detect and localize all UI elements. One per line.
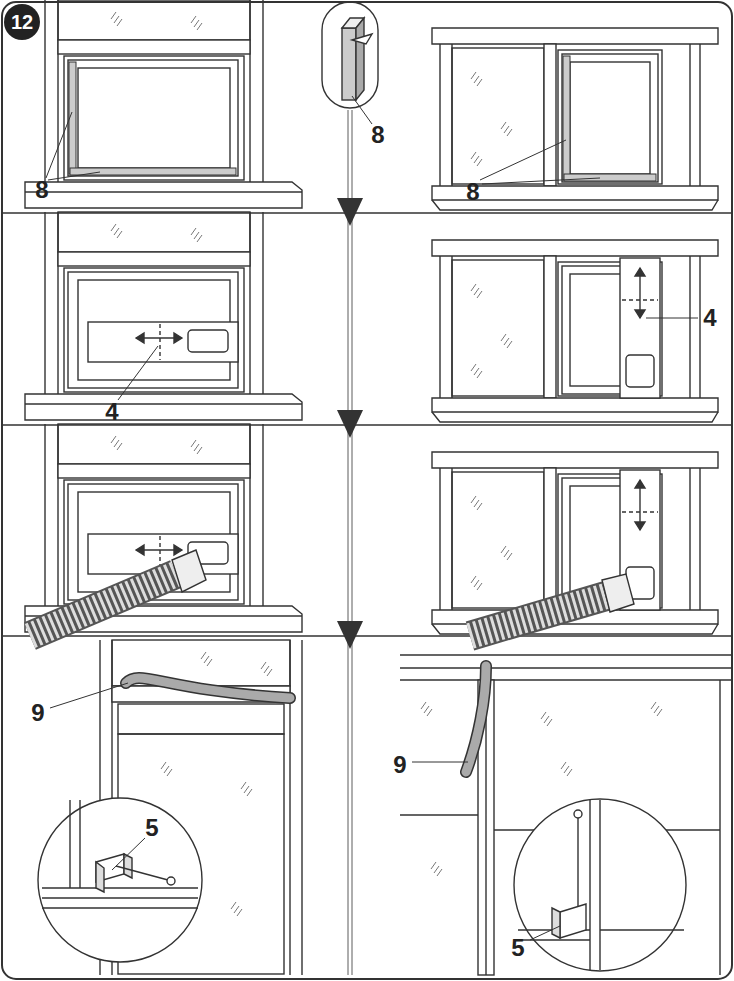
leader-lines: [646, 318, 698, 319]
bracket-inset: [116, 866, 168, 880]
window-slider-panel: [626, 355, 654, 387]
foam-strip-inset: [352, 34, 372, 44]
exhaust-hose: [30, 574, 176, 636]
window-close-up: [161, 762, 172, 776]
window-close-up: [400, 655, 732, 975]
foam-strip-inset: [322, 2, 378, 108]
sliding-window: [563, 56, 570, 180]
double-hung-window: [25, 212, 302, 420]
step-badge: 12: [3, 3, 41, 41]
bracket-inset: [167, 877, 175, 885]
double-hung-window: [25, 424, 302, 632]
double-hung-window: [69, 62, 236, 175]
leader-lines: [118, 346, 158, 400]
panel-dividers: [348, 110, 352, 975]
window-close-up: [561, 762, 572, 776]
bracket-inset: [514, 799, 686, 971]
window-close-up: [466, 666, 486, 772]
bracket-inset: [96, 862, 104, 892]
window-close-up: [126, 678, 290, 698]
callout-number: 4: [703, 306, 716, 330]
window-slider-panel: [635, 480, 645, 530]
bracket-inset: [552, 908, 560, 938]
step-arrows: [337, 198, 363, 649]
leader-lines: [50, 683, 128, 708]
exhaust-hose: [172, 550, 206, 592]
callout-number: 8: [35, 178, 48, 202]
bracket-inset: [560, 904, 586, 938]
step-arrows: [337, 621, 363, 649]
exhaust-hose: [470, 596, 606, 636]
window-close-up: [400, 655, 732, 680]
bracket-inset: [574, 810, 582, 818]
foam-strip-inset: [356, 18, 364, 100]
window-slider-panel: [188, 330, 228, 352]
window-slider-panel: [159, 324, 160, 360]
sliding-window: [432, 28, 718, 210]
window-slider-panel: [620, 258, 660, 398]
window-slider-panel: [136, 333, 182, 343]
window-close-up: [126, 678, 290, 698]
bracket-inset: [38, 798, 202, 962]
sliding-window: [432, 28, 718, 210]
panel-dividers: [2, 110, 732, 975]
callout-number: 9: [31, 701, 44, 725]
window-close-up: [231, 902, 242, 916]
step-arrows: [337, 410, 363, 438]
leader-lines: [530, 926, 560, 940]
window-close-up: [466, 666, 486, 772]
leader-lines: [46, 96, 698, 940]
double-hung-window: [25, 0, 302, 208]
sliding-window: [432, 240, 718, 422]
bracket-inset: [514, 799, 686, 971]
step-number: 12: [3, 3, 41, 41]
window-close-up: [118, 704, 284, 734]
callout-number: 5: [145, 816, 158, 840]
double-hung-window: [70, 168, 236, 175]
window-slider-panel: [88, 258, 660, 398]
sliding-window: [563, 56, 656, 181]
leader-lines: [112, 838, 145, 870]
window-close-up: [541, 712, 552, 726]
leader-lines: [480, 140, 600, 184]
panel-dividers: [2, 213, 732, 636]
callout-number: 9: [393, 753, 406, 777]
window-close-up: [431, 862, 442, 876]
window-close-up: [651, 702, 662, 716]
window-close-up: [400, 680, 720, 975]
window-slider-panel: [88, 322, 238, 362]
bracket-inset: [577, 818, 578, 906]
exhaust-hose: [30, 550, 634, 636]
bracket-inset: [42, 800, 198, 908]
exhaust-hose: [602, 574, 634, 612]
leader-lines: [412, 762, 468, 763]
sliding-window: [564, 174, 656, 181]
callout-number: 8: [466, 180, 479, 204]
window-slider-panel: [635, 268, 645, 318]
window-close-up: [241, 782, 252, 796]
bracket-inset: [518, 800, 684, 970]
callout-number: 8: [371, 123, 384, 147]
callout-number: 4: [105, 400, 118, 424]
badge-circle: [4, 4, 40, 40]
callout-number: 5: [511, 936, 524, 960]
window-close-up: [421, 702, 432, 716]
window-close-up: [261, 662, 272, 676]
leader-lines: [352, 96, 372, 124]
window-slider-panel: [136, 545, 182, 555]
step-arrows: [337, 198, 363, 226]
foam-strip-inset: [322, 2, 378, 108]
window-close-up: [201, 652, 212, 666]
double-hung-window: [25, 212, 302, 420]
exhaust-hose: [470, 596, 606, 636]
sliding-window: [432, 240, 718, 422]
double-hung-window: [25, 0, 302, 208]
bracket-inset: [38, 798, 202, 962]
exhaust-hose: [30, 574, 176, 636]
double-hung-window: [25, 424, 302, 632]
leader-lines: [46, 112, 100, 180]
